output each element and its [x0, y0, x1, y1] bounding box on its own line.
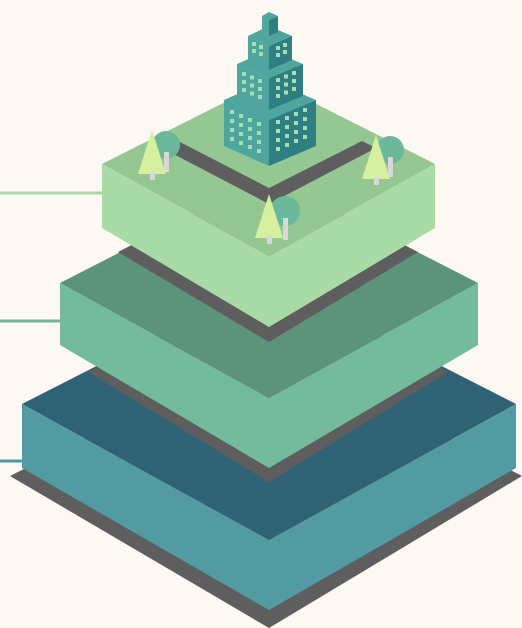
tier-top-right-face [269, 164, 435, 327]
building-window [276, 120, 280, 124]
building-window [276, 86, 280, 90]
tier-top [102, 80, 435, 342]
building-window [259, 45, 263, 49]
building-window [239, 132, 243, 136]
building-window [242, 72, 246, 76]
building-window [276, 138, 280, 142]
building-window [248, 118, 252, 122]
building-window [276, 46, 280, 50]
building-window [257, 149, 261, 153]
building-window [258, 87, 262, 91]
building-window [250, 75, 254, 80]
building-window [257, 131, 261, 135]
building-window [303, 117, 307, 121]
building-window [303, 126, 307, 130]
building-window [276, 147, 280, 151]
building-window [239, 114, 243, 118]
building-window [294, 130, 298, 134]
building-window [285, 134, 289, 138]
tree-icon [138, 130, 180, 180]
building-window [258, 95, 262, 99]
building-window [230, 128, 234, 132]
building-window [285, 125, 289, 129]
building-window [292, 79, 296, 83]
tier-bottom-right-face [269, 404, 516, 610]
building-window [257, 140, 261, 144]
tier-top-top-face [102, 80, 435, 256]
building-window [285, 116, 289, 120]
building-window [252, 42, 256, 46]
tier-top-inner-chevron [162, 141, 376, 204]
building-window [257, 122, 261, 126]
building-window [284, 74, 288, 79]
building-window [276, 78, 280, 82]
building-window [239, 141, 243, 145]
tree-icon [255, 194, 300, 244]
building-window [292, 87, 296, 91]
tier-top-left-face [102, 164, 269, 327]
building-window [276, 129, 280, 133]
building-window [276, 94, 280, 98]
building-window [239, 123, 243, 127]
building-window [248, 145, 252, 149]
building-window [242, 88, 246, 92]
building-window [283, 50, 287, 54]
building-window [292, 71, 296, 75]
building-window [284, 82, 288, 87]
building-window [294, 112, 298, 116]
building-window [250, 83, 254, 88]
building-window [248, 127, 252, 131]
tier-middle-left-face [60, 283, 269, 468]
building-window [285, 143, 289, 147]
building-window [259, 52, 263, 56]
building-window [252, 49, 256, 53]
building-window [303, 108, 307, 112]
building-window [276, 53, 280, 57]
tier-middle-right-face [269, 283, 478, 468]
building-window [250, 91, 254, 96]
building-window [283, 43, 287, 47]
building-window [242, 80, 246, 84]
building-window [230, 119, 234, 123]
tree-icon [362, 135, 404, 185]
building-window [284, 90, 288, 95]
building-window [230, 137, 234, 141]
building-window [258, 79, 262, 83]
building-window [230, 110, 234, 114]
building-window [294, 121, 298, 125]
building-window [294, 139, 298, 143]
building-window [303, 135, 307, 139]
office-building-icon [224, 12, 316, 166]
building-window [248, 136, 252, 140]
tier-bottom-left-face [22, 404, 269, 610]
